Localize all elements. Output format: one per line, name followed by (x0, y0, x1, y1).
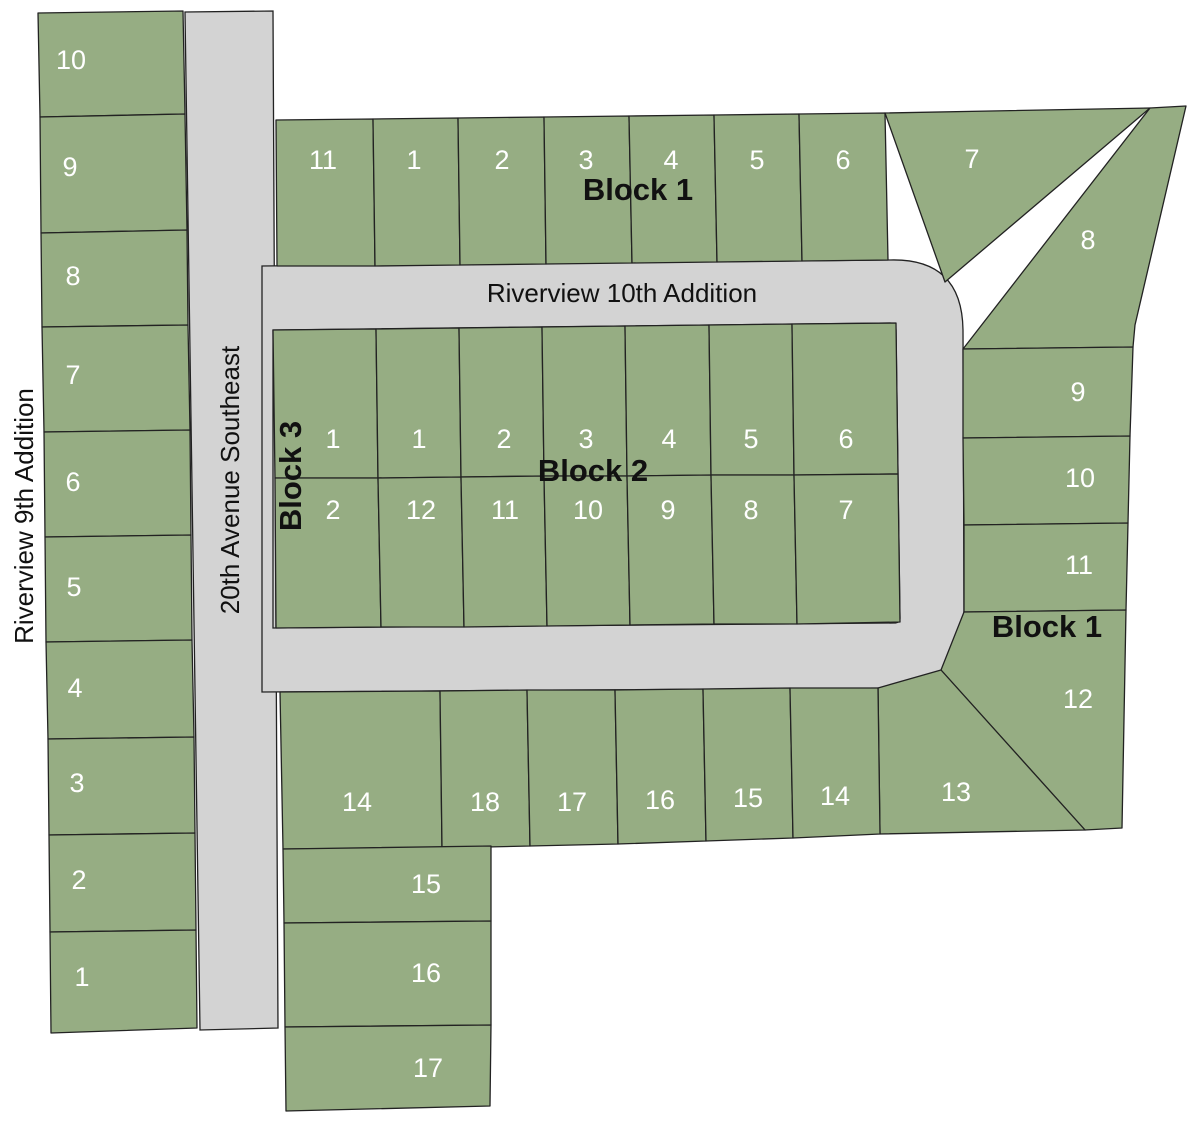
lot-number: 2 (71, 865, 86, 895)
lot-number: 6 (835, 145, 850, 175)
avenue-road (184, 10, 279, 1031)
avenue-label: 20th Avenue Southeast (215, 345, 245, 614)
block-labels: Block 1 Block 2 Block 3 Block 1 (273, 172, 1102, 644)
lot-east-12 (940, 609, 1127, 831)
lot-west-1 (49, 929, 198, 1034)
lot-b2-bottom-7 (793, 473, 901, 625)
lot-number: 5 (743, 424, 758, 454)
lot-number: 5 (66, 572, 81, 602)
lot-number: 4 (663, 145, 678, 175)
lot-number: 7 (65, 360, 80, 390)
lot-southwest-17 (284, 1024, 492, 1112)
lot-number: 17 (413, 1053, 443, 1083)
lot-number: 2 (496, 424, 511, 454)
lot-number: 11 (309, 145, 337, 175)
lot-number: 2 (494, 145, 509, 175)
west-lot-numbers: 10 9 8 7 6 5 4 3 2 1 (56, 45, 90, 992)
block2-lot-numbers: 1 1 2 3 4 5 6 2 12 11 10 9 8 7 (325, 424, 853, 525)
block-1-east-label: Block 1 (992, 609, 1102, 644)
lot-west-7 (41, 324, 191, 433)
lot-number: 9 (1070, 377, 1085, 407)
lot-number: 3 (578, 424, 593, 454)
lot-number: 1 (406, 145, 421, 175)
lot-north-11 (275, 118, 376, 267)
lot-number: 11 (491, 495, 519, 525)
lot-east-10 (962, 435, 1131, 526)
lot-number: 10 (1065, 463, 1095, 493)
lot-east-11 (963, 522, 1129, 613)
lot-number: 5 (749, 145, 764, 175)
lot-north-8 (962, 105, 1187, 350)
southwest-lots (282, 845, 492, 1112)
lot-number: 9 (62, 152, 77, 182)
lot-number: 16 (645, 785, 675, 815)
lot-west-8 (40, 229, 189, 328)
lot-number: 3 (578, 145, 593, 175)
lot-number: 15 (733, 783, 763, 813)
lot-southwest-16 (283, 920, 492, 1028)
lot-north-2 (457, 116, 547, 266)
southwest-lot-numbers: 15 16 17 (411, 869, 443, 1083)
lot-number: 10 (56, 45, 86, 75)
riverview-10th-addition-label: Riverview 10th Addition (487, 278, 757, 308)
lot-south-17 (526, 689, 619, 847)
lot-number: 6 (838, 424, 853, 454)
lot-north-6 (798, 112, 889, 262)
lot-number: 6 (65, 467, 80, 497)
lot-south-14 (789, 687, 881, 839)
lot-number: 4 (661, 424, 676, 454)
lot-number: 9 (660, 495, 675, 525)
lot-southwest-15 (282, 845, 492, 924)
lot-number: 3 (69, 768, 84, 798)
south-lots (279, 687, 881, 850)
block-1-label: Block 1 (583, 172, 693, 207)
lot-number: 4 (67, 673, 82, 703)
lot-number: 17 (557, 787, 587, 817)
lot-number: 12 (406, 495, 436, 525)
east-lots (877, 346, 1134, 835)
lot-number: 16 (411, 958, 441, 988)
lot-south-15 (702, 687, 794, 842)
south-lot-numbers: 14 18 17 16 15 14 (342, 781, 850, 817)
lot-south-16 (614, 688, 707, 845)
north-lots (275, 105, 1187, 350)
lot-number: 13 (941, 777, 971, 807)
lot-number: 7 (838, 495, 853, 525)
block-2-label: Block 2 (538, 453, 648, 488)
riverview-9th-addition-label: Riverview 9th Addition (9, 388, 39, 644)
lot-number: 11 (1065, 550, 1093, 580)
block2-lots (272, 322, 901, 629)
block-3-label: Block 3 (273, 421, 308, 531)
lot-number: 12 (1063, 684, 1093, 714)
lot-number: 8 (1080, 225, 1095, 255)
lot-b2-top-1b (375, 327, 462, 479)
lot-south-14-large (279, 690, 443, 850)
lot-number: 7 (964, 144, 979, 174)
lot-number: 2 (325, 495, 340, 525)
lot-north-5 (713, 113, 803, 263)
west-lots (37, 10, 198, 1034)
lot-number: 18 (470, 787, 500, 817)
lot-north-7 (884, 107, 1151, 283)
lot-b2-top-2 (458, 326, 545, 478)
lot-number: 1 (411, 424, 426, 454)
lot-number: 8 (65, 261, 80, 291)
street-labels: Riverview 10th Addition 20th Avenue Sout… (9, 278, 757, 644)
lot-number: 8 (743, 495, 758, 525)
lot-east-9 (962, 346, 1134, 439)
lot-number: 10 (573, 495, 603, 525)
lot-north-1 (372, 117, 461, 267)
lot-south-18 (439, 689, 531, 849)
lot-number: 14 (820, 781, 850, 811)
lot-number: 15 (411, 869, 441, 899)
lot-number: 1 (74, 962, 89, 992)
lot-number: 1 (325, 424, 340, 454)
lot-number: 14 (342, 787, 372, 817)
north-lot-numbers: 11 1 2 3 4 5 6 7 8 (309, 144, 1096, 255)
east-lot-numbers: 9 10 11 12 13 (941, 377, 1095, 807)
